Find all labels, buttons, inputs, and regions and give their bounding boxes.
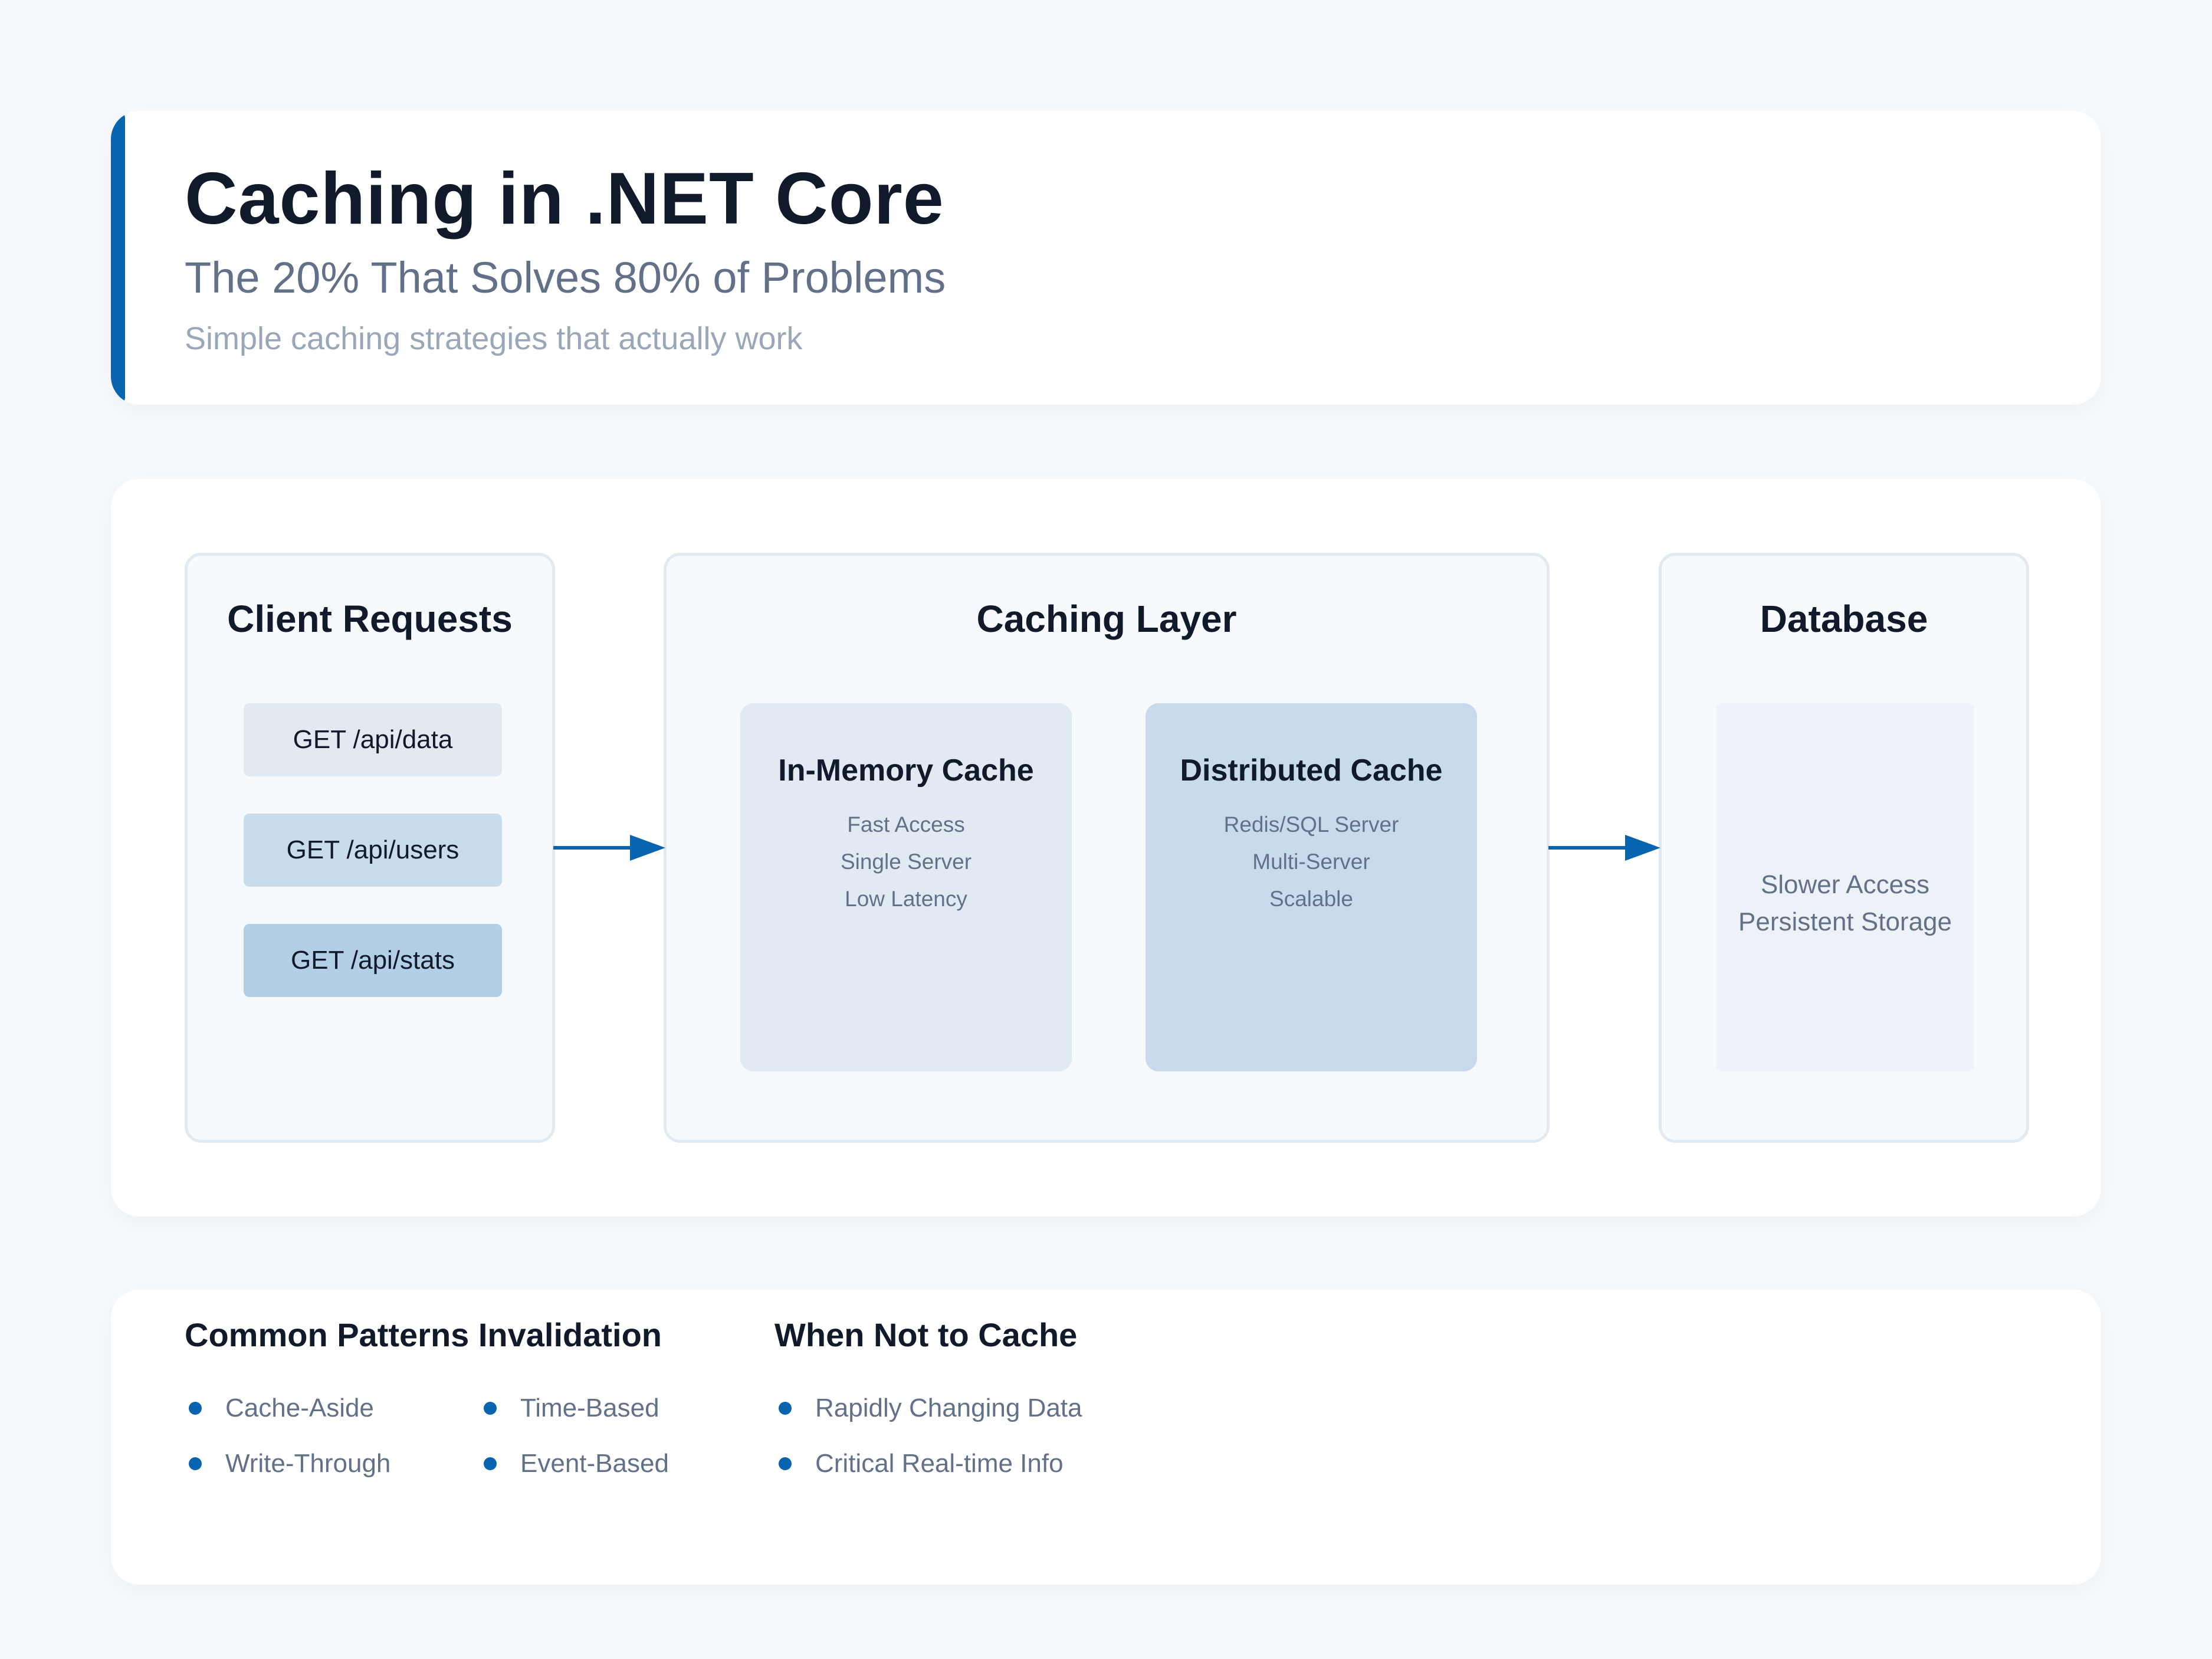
request-get-api-users: GET /api/users <box>244 814 502 887</box>
database-box: Slower Access Persistent Storage <box>1716 703 1974 1071</box>
caching-layer-panel: Caching Layer In-Memory Cache Fast Acces… <box>664 553 1550 1143</box>
distributed-cache-box: Distributed Cache Redis/SQL Server Multi… <box>1146 703 1477 1071</box>
distributed-feature: Redis/SQL Server <box>1223 812 1399 837</box>
patterns-title: Common Patterns Invalidation <box>185 1316 662 1353</box>
flow-arrows <box>553 835 1660 861</box>
page-tagline: Simple caching strategies that actually … <box>185 321 803 356</box>
pattern-item: Cache-Aside <box>189 1394 374 1423</box>
in-memory-cache-box: In-Memory Cache Fast Access Single Serve… <box>740 703 1072 1071</box>
client-requests-title: Client Requests <box>227 598 513 640</box>
in-memory-feature: Single Server <box>840 850 972 874</box>
not-to-cache-item: Rapidly Changing Data <box>779 1394 1082 1423</box>
request-get-api-stats: GET /api/stats <box>244 924 502 997</box>
header-card: Caching in .NET Core The 20% That Solves… <box>111 111 2101 405</box>
bullet-dot-icon <box>779 1457 792 1470</box>
architecture-diagram: Client Requests GET /api/data GET /api/u… <box>111 479 2101 1217</box>
arrow-cache-to-database <box>1548 835 1660 861</box>
caching-layer-title: Caching Layer <box>976 598 1237 640</box>
bullet-dot-icon <box>779 1402 792 1415</box>
bullet-dot-icon <box>484 1457 497 1470</box>
pattern-item: Time-Based <box>484 1394 659 1423</box>
client-requests-panel: Client Requests GET /api/data GET /api/u… <box>185 553 555 1143</box>
bullet-dot-icon <box>484 1402 497 1415</box>
page-subtitle: The 20% That Solves 80% of Problems <box>185 253 946 302</box>
not-to-cache-title: When Not to Cache <box>774 1316 1078 1353</box>
in-memory-cache-title: In-Memory Cache <box>778 753 1034 788</box>
database-panel: Database Slower Access Persistent Storag… <box>1659 553 2029 1143</box>
database-feature: Slower Access <box>1760 870 1930 899</box>
pattern-item: Write-Through <box>189 1449 390 1478</box>
request-get-api-data: GET /api/data <box>244 703 502 776</box>
not-to-cache-item: Critical Real-time Info <box>779 1449 1064 1478</box>
pattern-item: Event-Based <box>484 1449 669 1478</box>
bullet-dot-icon <box>189 1402 202 1415</box>
in-memory-feature: Fast Access <box>847 812 965 837</box>
distributed-feature: Multi-Server <box>1252 850 1370 874</box>
database-title: Database <box>1760 598 1928 640</box>
arrow-client-to-cache <box>553 835 665 861</box>
page-title: Caching in .NET Core <box>185 158 944 240</box>
guidance-card: Common Patterns Invalidation Cache-Aside… <box>111 1290 2101 1585</box>
in-memory-feature: Low Latency <box>845 887 967 911</box>
distributed-feature: Scalable <box>1269 887 1353 911</box>
accent-bar <box>111 111 125 405</box>
bullet-dot-icon <box>189 1457 202 1470</box>
distributed-cache-title: Distributed Cache <box>1180 753 1443 788</box>
database-feature: Persistent Storage <box>1738 907 1952 936</box>
